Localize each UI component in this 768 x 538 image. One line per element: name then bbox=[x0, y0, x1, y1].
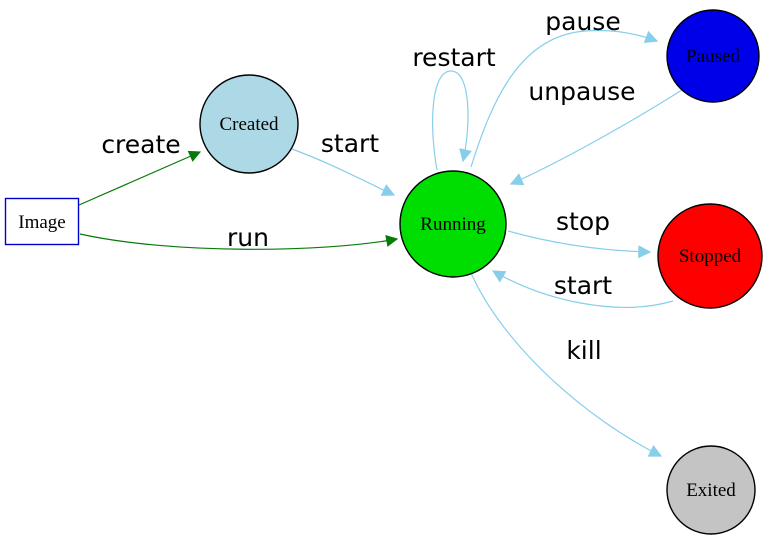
node-exited: Exited bbox=[666, 445, 756, 535]
node-exited-label: Exited bbox=[686, 480, 736, 501]
edge-run-label: run bbox=[227, 223, 269, 252]
edge-start-stopped-running-path bbox=[491, 270, 674, 308]
edge-restart-label: restart bbox=[412, 43, 496, 72]
edge-run-path bbox=[79, 233, 399, 250]
edge-kill-path bbox=[470, 272, 663, 457]
node-created-circle bbox=[199, 74, 299, 174]
node-running-circle bbox=[399, 170, 507, 278]
node-stopped-label: Stopped bbox=[679, 246, 742, 267]
edge-create-path bbox=[78, 150, 202, 206]
edge-unpause-path bbox=[509, 89, 683, 186]
edge-unpause-label: unpause bbox=[528, 77, 635, 106]
edge-start-created-running-label: start bbox=[321, 129, 379, 158]
edge-restart-self-loop-path bbox=[432, 70, 472, 171]
node-paused-label: Paused bbox=[686, 46, 740, 67]
edge-stop-path bbox=[507, 230, 652, 259]
node-stopped-circle bbox=[657, 203, 763, 309]
edge-start-created-running-path bbox=[291, 148, 396, 196]
node-image-label: Image bbox=[18, 212, 65, 233]
node-paused-circle bbox=[666, 9, 760, 103]
node-created: Created bbox=[199, 74, 299, 174]
node-stopped: Stopped bbox=[657, 203, 763, 309]
edge-kill-label: kill bbox=[566, 336, 601, 365]
node-running: Running bbox=[399, 170, 507, 278]
edge-labels-layer: create run start restart pause unpause s… bbox=[101, 7, 635, 365]
edge-start-stopped-running-label: start bbox=[554, 271, 612, 300]
node-image-rectangle bbox=[4, 197, 80, 246]
edge-stop-label: stop bbox=[556, 207, 610, 236]
node-created-label: Created bbox=[219, 114, 279, 135]
node-exited-circle bbox=[666, 445, 756, 535]
node-running-label: Running bbox=[420, 214, 486, 235]
node-image: Image bbox=[4, 197, 80, 246]
node-paused: Paused bbox=[666, 9, 760, 103]
edge-pause-label: pause bbox=[545, 7, 620, 36]
edges-layer bbox=[78, 29, 683, 457]
edge-create-label: create bbox=[101, 130, 180, 159]
edge-pause-path bbox=[470, 29, 659, 168]
